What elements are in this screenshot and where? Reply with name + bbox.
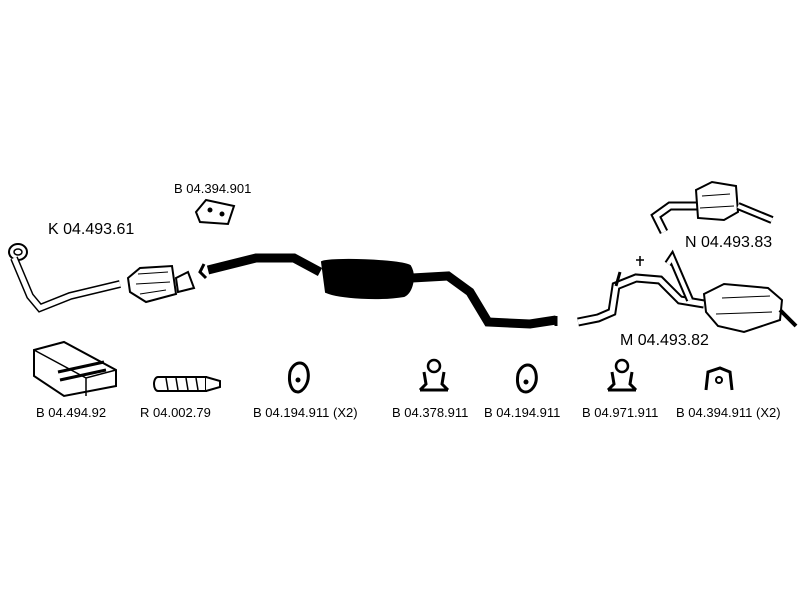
label-rear-silencer: M 04.493.82 bbox=[620, 332, 709, 349]
label-rubber-mount-4: B 04.971.911 bbox=[582, 405, 659, 420]
label-mounting-kit: B 04.494.92 bbox=[36, 405, 107, 420]
label-rear-silencer-alt: N 04.493.83 bbox=[685, 234, 773, 251]
label-front-pipe: K 04.493.61 bbox=[48, 221, 135, 238]
repair-pipe bbox=[153, 376, 221, 392]
label-gasket-top: B 04.394.901 bbox=[174, 181, 252, 196]
front-pipe-with-catalyst bbox=[8, 243, 196, 313]
rubber-mount-1 bbox=[288, 361, 310, 394]
middle-pipe-and-silencer bbox=[198, 253, 558, 329]
rubber-mount-4 bbox=[606, 358, 638, 392]
rubber-mount-3 bbox=[516, 363, 538, 394]
rubber-mount-2 bbox=[418, 358, 450, 392]
label-rubber-mount-3: B 04.194.911 bbox=[484, 405, 561, 420]
gasket-part bbox=[194, 198, 236, 226]
label-repair-pipe: R 04.002.79 bbox=[140, 405, 211, 420]
rubber-mount-5 bbox=[704, 366, 734, 391]
label-rubber-mount-1: B 04.194.911 (X2) bbox=[253, 405, 358, 420]
rear-silencer-alt bbox=[650, 180, 774, 235]
rear-silencer bbox=[577, 249, 798, 334]
mounting-kit-box bbox=[33, 340, 117, 398]
label-rubber-mount-5: B 04.394.911 (X2) bbox=[676, 405, 781, 420]
label-rubber-mount-2: B 04.378.911 bbox=[392, 405, 469, 420]
